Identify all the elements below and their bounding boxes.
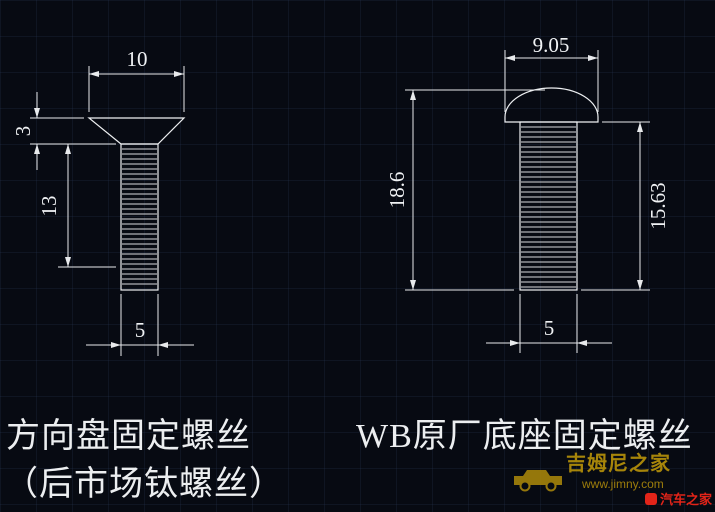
right-dim-shaft-length: 15.63 [581, 121, 670, 291]
corner-brand-text: 汽车之家 [659, 492, 712, 507]
dim-text-head-width: 9.05 [533, 33, 570, 57]
dim-text-diameter: 5 [135, 318, 146, 342]
left-dim-shaft-length: 13 [37, 144, 116, 268]
dim-text-shaft-length: 15.63 [646, 182, 670, 229]
right-dim-head-width: 9.05 [504, 33, 599, 112]
left-screw-caption-line1: 方向盘固定螺丝 [6, 418, 251, 455]
right-screw-caption: WB原厂底座固定螺丝 [356, 418, 693, 455]
arrowhead-icon [89, 71, 99, 77]
right-screw-head [504, 87, 599, 123]
right-dim-total-length: 18.6 [385, 89, 545, 291]
left-screw-head [87, 117, 186, 145]
right-screw-threads [521, 126, 576, 288]
right-screw-shaft [519, 121, 578, 291]
arrowhead-icon [410, 90, 416, 100]
arrowhead-icon [510, 340, 520, 346]
arrowhead-icon [174, 71, 184, 77]
autohome-logo-icon [644, 492, 657, 505]
arrowhead-icon [637, 122, 643, 132]
arrowhead-icon [505, 55, 515, 61]
dim-text-head-height: 3 [11, 126, 35, 137]
arrowhead-icon [410, 280, 416, 290]
left-screw-outline [87, 117, 186, 291]
jeep-icon [514, 470, 562, 492]
watermark-url: www.jimny.com [582, 477, 664, 491]
left-dim-head-width: 10 [88, 47, 185, 112]
arrowhead-icon [65, 144, 71, 154]
dim-text-head-width: 10 [127, 47, 148, 71]
arrowhead-icon [65, 257, 71, 267]
left-screw-shaft [120, 143, 159, 291]
dim-text-diameter: 5 [544, 316, 555, 340]
arrowhead-icon [158, 342, 168, 348]
dim-text-total-length: 18.6 [385, 172, 409, 209]
arrowhead-icon [34, 108, 40, 118]
right-dim-diameter: 5 [486, 294, 612, 353]
left-screw-caption-line2: （后市场钛螺丝） [4, 466, 284, 503]
left-dim-diameter: 5 [86, 294, 194, 356]
watermark-brand: 吉姆尼之家 [566, 453, 671, 475]
right-screw-outline [504, 87, 599, 291]
arrowhead-icon [588, 55, 598, 61]
dim-text-shaft-length: 13 [37, 196, 61, 217]
left-screw-threads [122, 148, 157, 285]
arrowhead-icon [111, 342, 121, 348]
arrowhead-icon [637, 280, 643, 290]
corner-brand: 汽车之家 [644, 489, 712, 508]
left-dim-head-height: 3 [11, 92, 116, 170]
arrowhead-icon [577, 340, 587, 346]
arrowhead-icon [34, 144, 40, 154]
